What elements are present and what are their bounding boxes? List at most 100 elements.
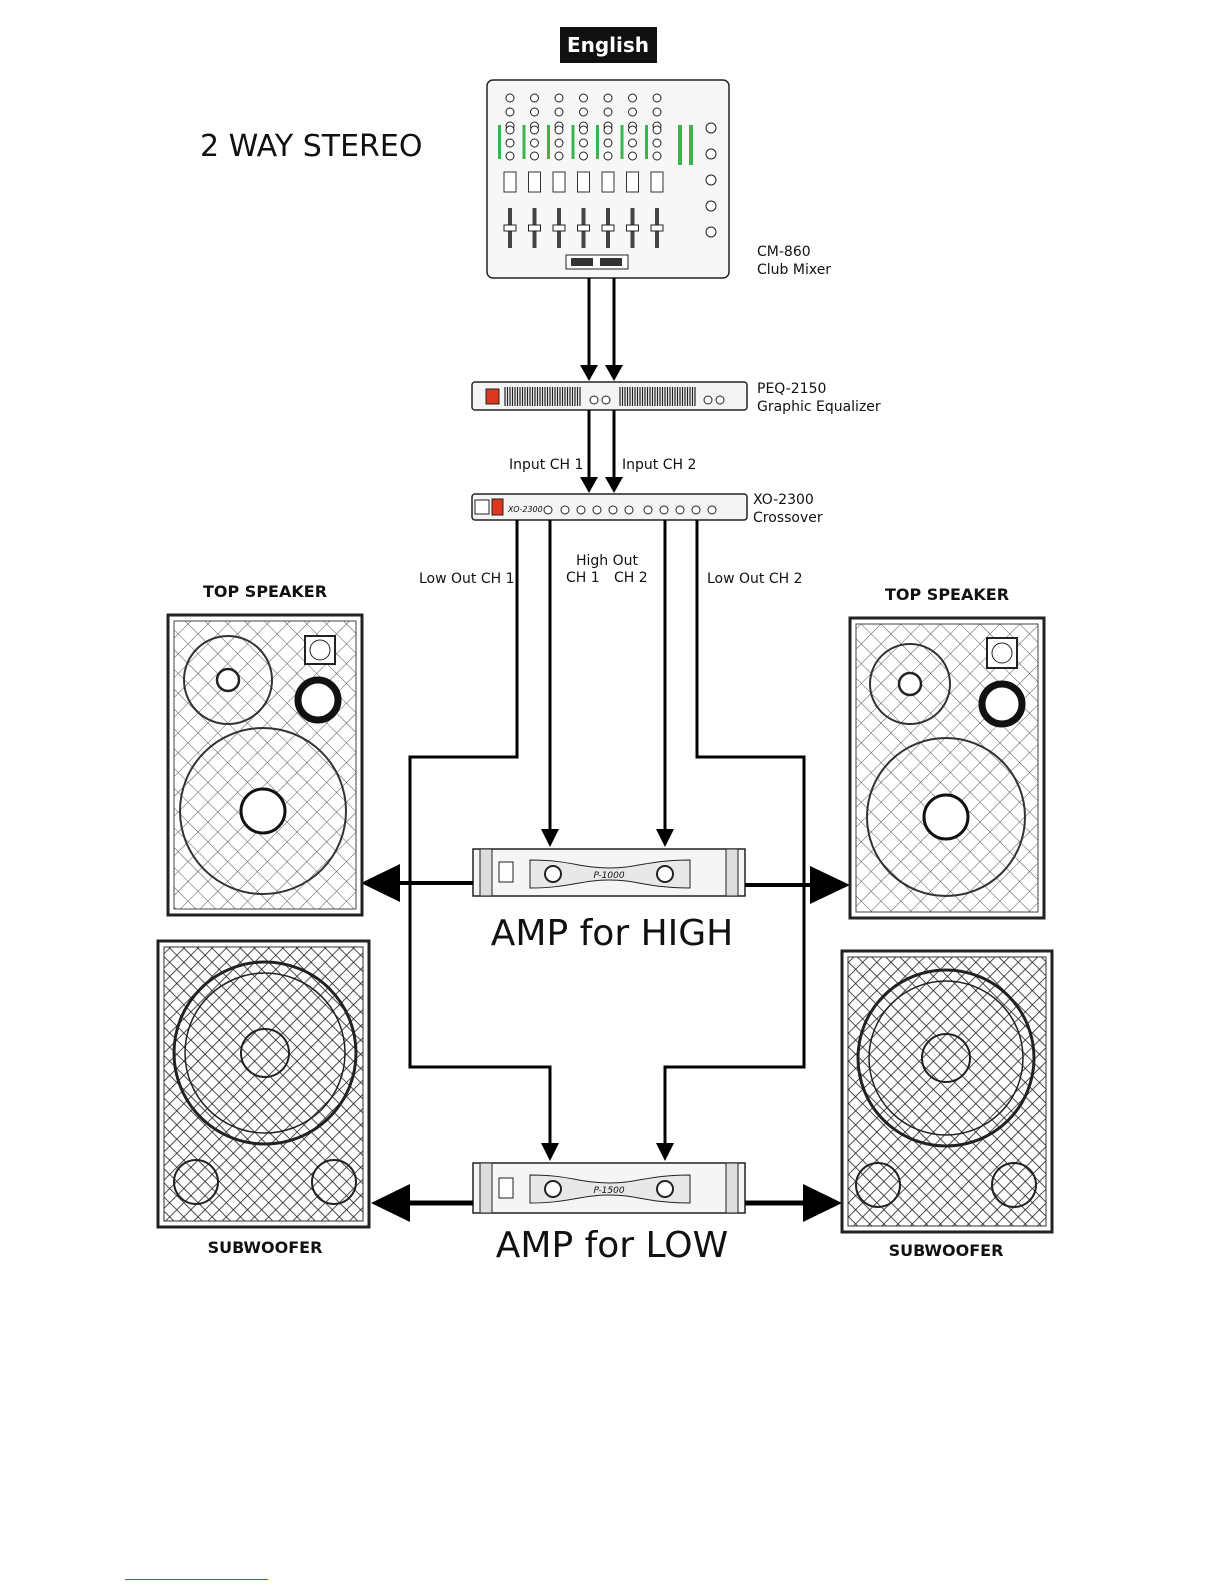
crossover-knob — [644, 506, 652, 514]
graphic-equalizer — [472, 382, 747, 410]
mixer-switch — [627, 172, 639, 192]
mixer-switch — [602, 172, 614, 192]
subwoofer-left — [158, 941, 369, 1227]
mixer-fader-cap — [602, 225, 614, 231]
mixer-eq-knob — [604, 126, 612, 134]
mixer-knob — [531, 108, 539, 116]
crossover-knob — [593, 506, 601, 514]
mixer-eq-knob — [555, 139, 563, 147]
arrow-eq-in-1 — [580, 365, 598, 381]
low-out-ch2-label: Low Out CH 2 — [707, 571, 803, 587]
mixer-switch — [529, 172, 541, 192]
crossover-knob — [577, 506, 585, 514]
amp-low-label: AMP for LOW — [496, 1225, 729, 1266]
amp-low-to-sub-left — [371, 1184, 473, 1222]
language-badge: English — [560, 27, 657, 63]
mixer-knob — [555, 94, 563, 102]
crossover-unit: XO-2300 — [472, 494, 747, 520]
crossover-output-wiring — [410, 520, 804, 1150]
crossover-model: XO-2300 — [753, 492, 814, 508]
mixer-master-knob — [706, 201, 716, 211]
mixer-eq-knob — [653, 139, 661, 147]
crossover-power-switch — [492, 499, 503, 515]
mixer-eq-knob — [555, 126, 563, 134]
mixer-eq-knob — [629, 126, 637, 134]
club-mixer — [487, 80, 729, 278]
mixer-master-knob — [706, 227, 716, 237]
mixer-eq-knob — [629, 152, 637, 160]
crossover-knob — [692, 506, 700, 514]
amp-low: P-1500 — [473, 1163, 745, 1213]
mixer-master-knob — [706, 149, 716, 159]
crossover-knob — [676, 506, 684, 514]
mixer-eq-knob — [531, 139, 539, 147]
top-speaker-right — [850, 618, 1044, 918]
amp-low-model: P-1500 — [593, 1186, 624, 1196]
diagram-title: 2 WAY STEREO — [200, 129, 422, 164]
arrow-amp-high-in-1 — [541, 829, 559, 847]
mixer-meter — [645, 125, 648, 159]
mixer-eq-knob — [653, 126, 661, 134]
subwoofer-right-label: SUBWOOFER — [889, 1241, 1004, 1260]
top-speaker-right-label: TOP SPEAKER — [885, 585, 1009, 604]
mixer-master-knob — [706, 175, 716, 185]
mixer-fader-cap — [553, 225, 565, 231]
amp-high: P-1000 — [473, 849, 745, 896]
wire-low-ch2 — [665, 520, 804, 1150]
crossover-knob — [544, 506, 552, 514]
mixer-knob — [604, 108, 612, 116]
mixer-knob — [604, 94, 612, 102]
top-speaker-left — [168, 615, 362, 915]
crossover-knob — [561, 506, 569, 514]
language-badge-text: English — [567, 33, 649, 57]
mixer-meter — [572, 125, 575, 159]
mixer-eq-knob — [506, 126, 514, 134]
high-out-ch1-label: CH 1 — [566, 570, 600, 586]
mixer-master-meter — [689, 125, 693, 165]
mixer-switch — [651, 172, 663, 192]
mixer-eq-knob — [629, 139, 637, 147]
mixer-eq-knob — [604, 152, 612, 160]
mixer-eq-knob — [506, 139, 514, 147]
arrow-amp-high-in-2 — [656, 829, 674, 847]
mixer-eq-knob — [555, 152, 563, 160]
footer-link-underline — [125, 1579, 268, 1580]
equalizer-model: PEQ-2150 — [757, 381, 826, 397]
high-out-label: High Out — [576, 553, 639, 569]
input-ch2-label: Input CH 2 — [622, 457, 696, 473]
eq-to-crossover-cables — [589, 410, 614, 483]
mixer-eq-knob — [531, 152, 539, 160]
mixer-fader-cap — [627, 225, 639, 231]
mixer-meter — [547, 125, 550, 159]
arrow-amp-low-in-2 — [656, 1143, 674, 1161]
low-out-ch1-label: Low Out CH 1 — [419, 571, 515, 587]
mixer-switch — [578, 172, 590, 192]
mixer-to-eq-cables — [589, 278, 614, 372]
mixer-switch — [553, 172, 565, 192]
mixer-eq-knob — [580, 152, 588, 160]
arrow-xo-in-2 — [605, 477, 623, 493]
mixer-knob — [555, 108, 563, 116]
arrow-eq-in-2 — [605, 365, 623, 381]
mixer-eq-knob — [653, 152, 661, 160]
amp-high-model: P-1000 — [593, 871, 624, 881]
crossover-knob — [660, 506, 668, 514]
mixer-model: CM-860 — [757, 244, 811, 260]
mixer-eq-knob — [506, 152, 514, 160]
mixer-meter — [621, 125, 624, 159]
mixer-knob — [580, 94, 588, 102]
mixer-name: Club Mixer — [757, 262, 831, 278]
subwoofer-left-label: SUBWOOFER — [208, 1238, 323, 1257]
mixer-knob — [653, 108, 661, 116]
amp-low-to-sub-right — [745, 1184, 842, 1222]
mixer-eq-knob — [531, 126, 539, 134]
mixer-knob — [506, 108, 514, 116]
subwoofer-right — [842, 951, 1052, 1232]
mixer-master-knob — [706, 123, 716, 133]
mixer-knob — [506, 94, 514, 102]
mixer-eq-knob — [580, 139, 588, 147]
amp-high-to-top-right — [745, 866, 850, 904]
arrow-amp-low-in-1 — [541, 1143, 559, 1161]
crossover-knob — [625, 506, 633, 514]
